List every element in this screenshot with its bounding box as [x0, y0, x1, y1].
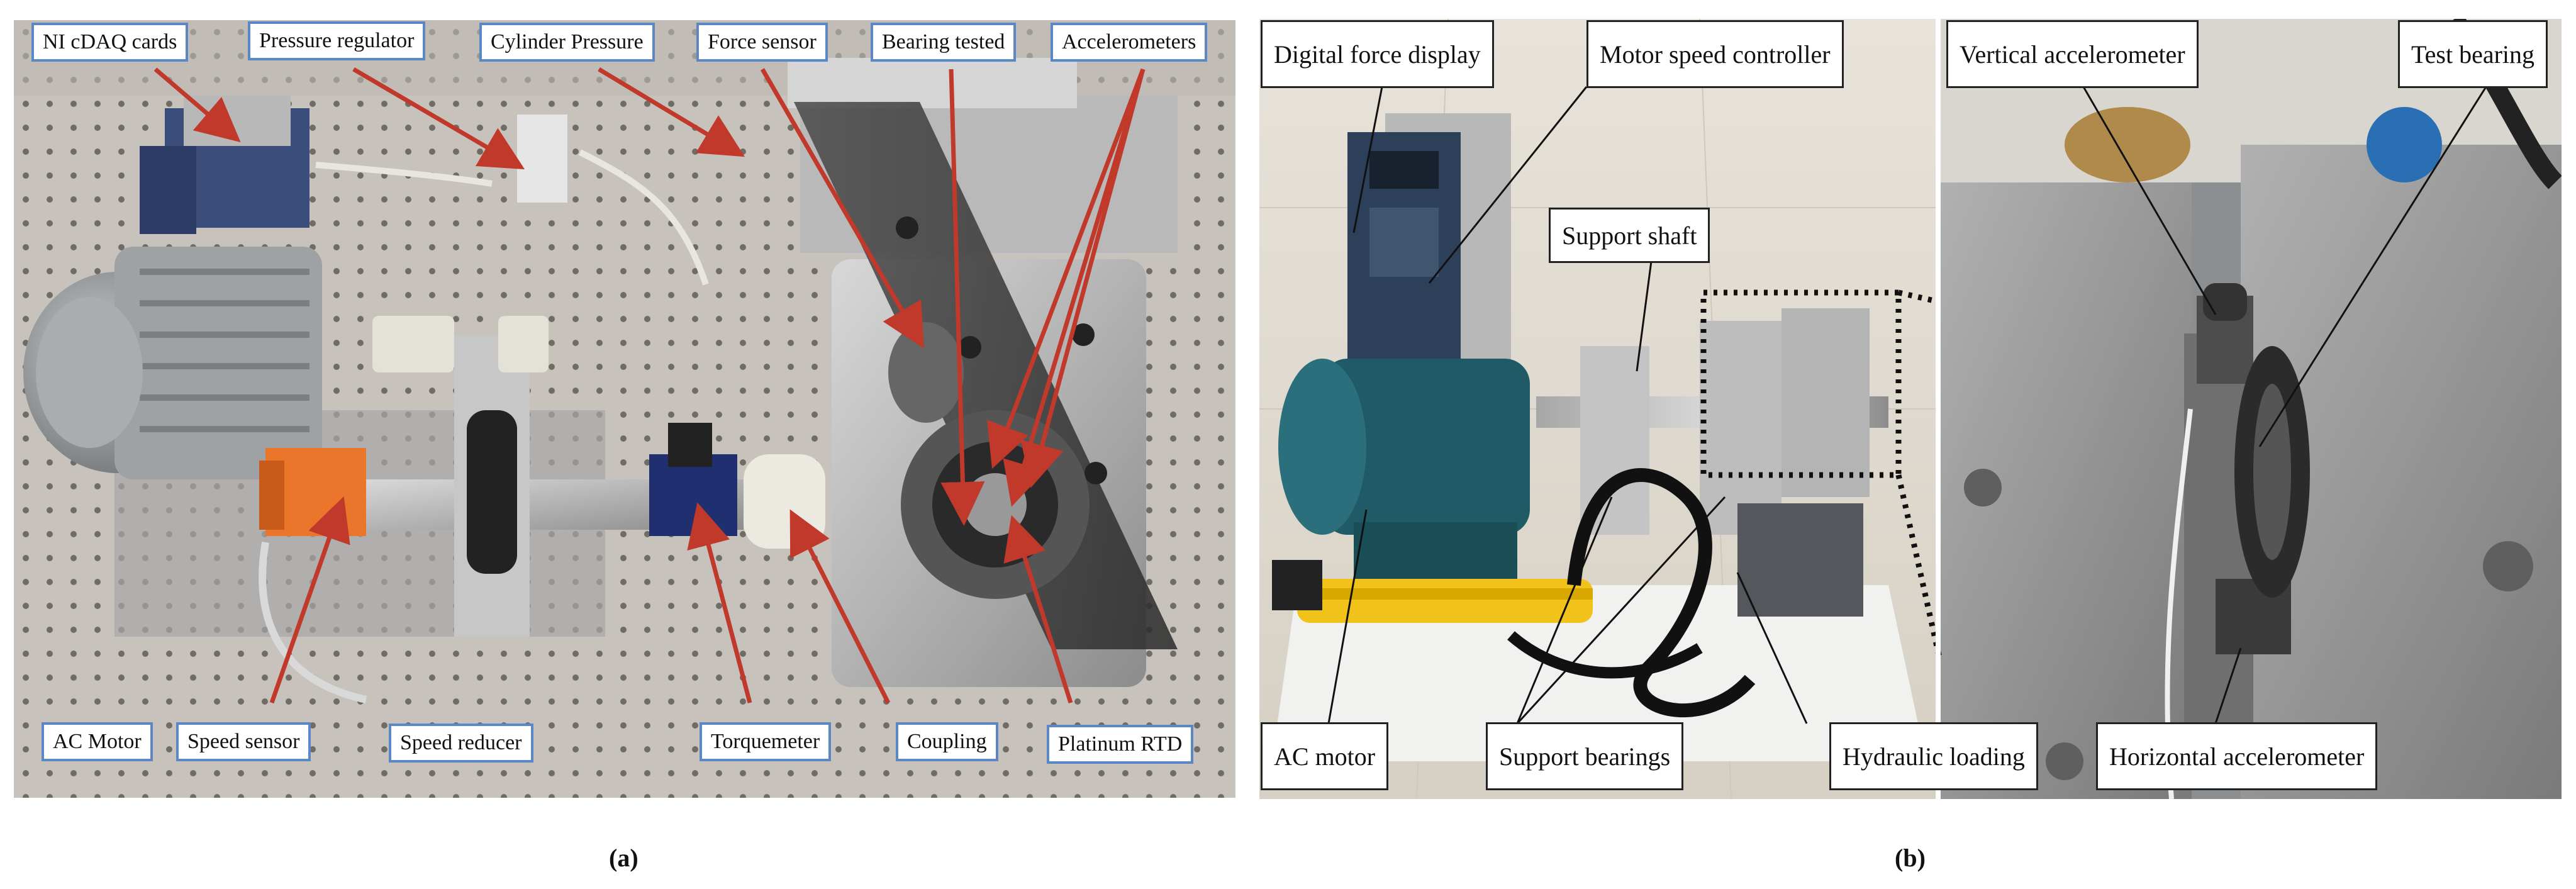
label-digital-force-display: Digital force display [1261, 20, 1494, 88]
label-platinum-rtd: Platinum RTD [1047, 725, 1194, 764]
caption-a: (a) [609, 844, 638, 872]
label-hydraulic-loading: Hydraulic loading [1829, 722, 2038, 790]
label-support-bearings: Support bearings [1486, 722, 1684, 790]
label-motor-speed-controller: Motor speed controller [1586, 20, 1844, 88]
label-bearing-tested: Bearing tested [871, 23, 1017, 62]
label-coupling: Coupling [896, 722, 998, 761]
label-ni-cdaq-cards: NI cDAQ cards [31, 23, 189, 62]
label-horizontal-accelerometer: Horizontal accelerometer [2096, 722, 2378, 790]
test-rig-b-photo [1259, 19, 2562, 799]
label-speed-reducer: Speed reducer [389, 724, 533, 763]
caption-b: (b) [1895, 844, 1926, 872]
label-test-bearing: Test bearing [2398, 20, 2548, 88]
label-support-shaft: Support shaft [1549, 208, 1710, 263]
label-accelerometers: Accelerometers [1051, 23, 1208, 62]
label-speed-sensor: Speed sensor [176, 722, 311, 761]
label-ac-motor: AC motor [1261, 722, 1389, 790]
label-torquemeter: Torquemeter [700, 722, 832, 761]
label-force-sensor: Force sensor [696, 23, 828, 62]
panel-b-photo: Digital force display Motor speed contro… [1259, 19, 2562, 799]
label-ac-motor: AC Motor [42, 722, 153, 761]
label-cylinder-pressure: Cylinder Pressure [479, 23, 655, 62]
panel-a-photo: NI cDAQ cards Pressure regulator Cylinde… [14, 20, 1235, 798]
label-vertical-accelerometer: Vertical accelerometer [1946, 20, 2199, 88]
test-rig-a-photo [14, 20, 1235, 798]
label-pressure-regulator: Pressure regulator [248, 21, 426, 60]
